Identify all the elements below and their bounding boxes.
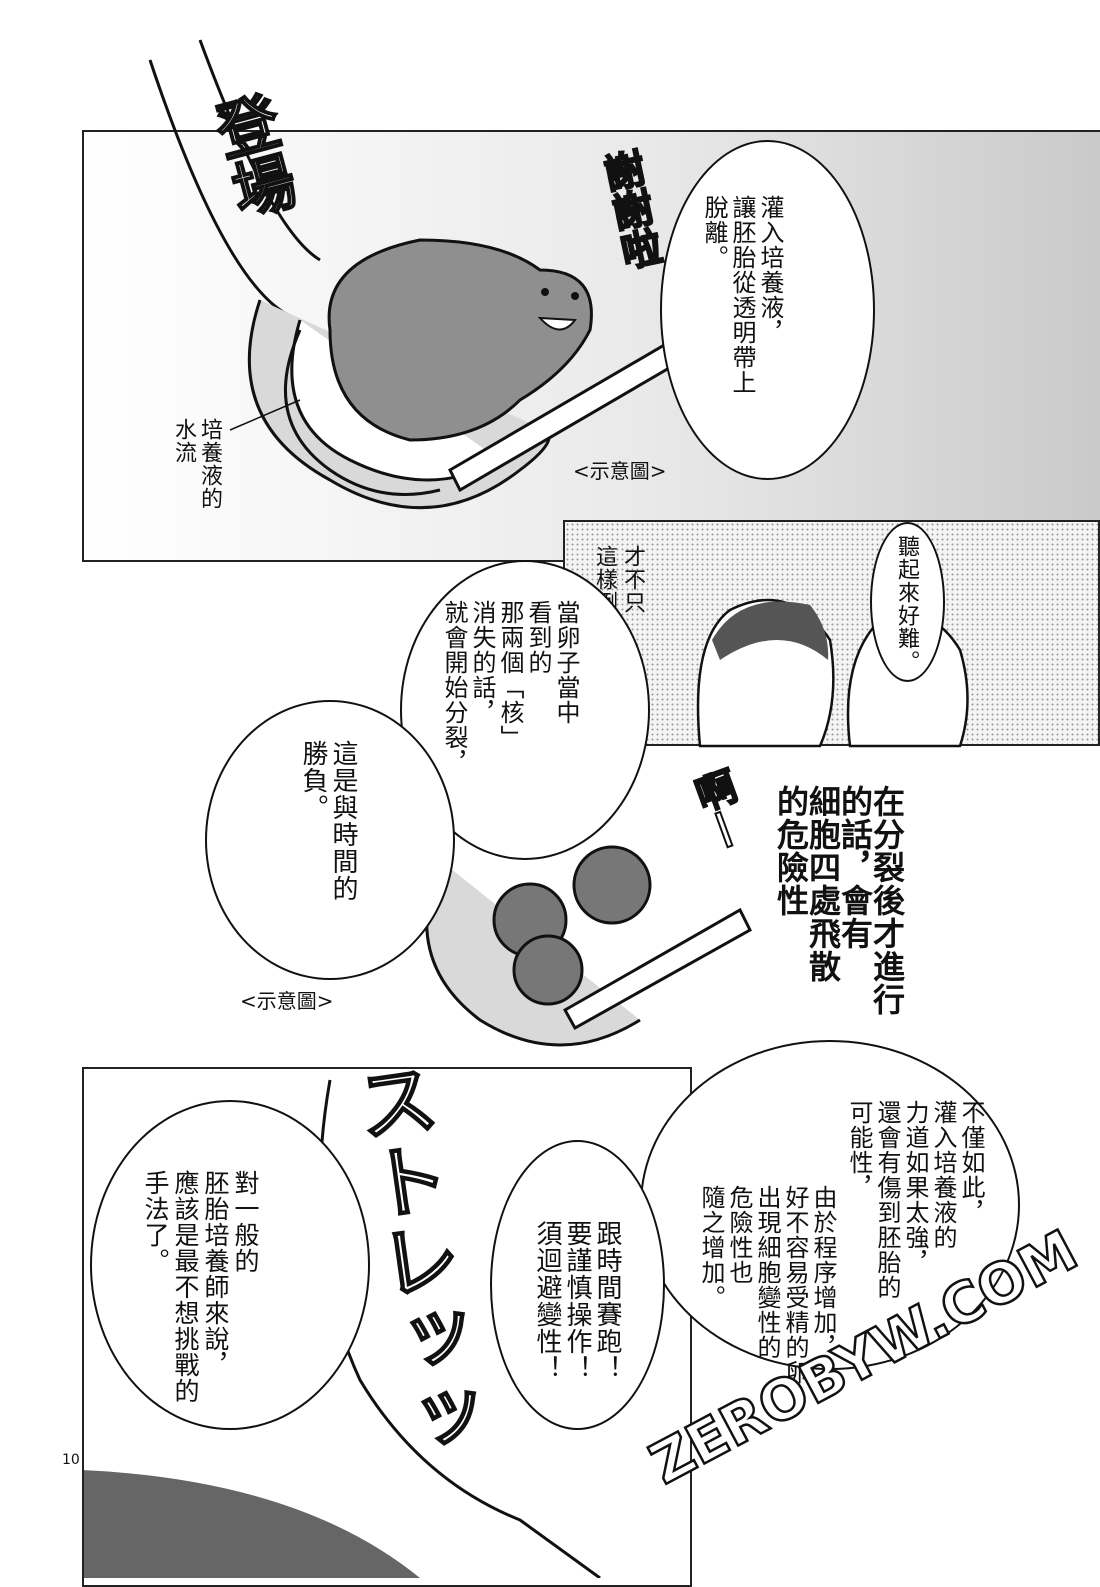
speech-bubble-time	[205, 700, 455, 980]
pipette-bubble-text: 灌入培養液， 讓胚胎從透明帶上 脫離。	[700, 195, 784, 395]
handwritten-note: 在分裂後才進行 的話，會有 細胞四處飛散 的危險性	[772, 785, 906, 1016]
conclusion-bubble-text: 對一般的 胚胎培養師來說， 應該是最不想挑戰的 手法了。	[141, 1170, 260, 1404]
flow-label: 培養液的 水流	[171, 418, 222, 510]
diagram-caption-1: <示意圖>	[573, 459, 667, 483]
risk-bubble-text-1: 不僅如此， 灌入培養液的 力道如果太強， 還會有傷到胚胎的 可能性，	[845, 1100, 985, 1300]
speech-bubble-shout	[490, 1140, 665, 1430]
risk-bubble-text-2: 由於程序增加， 好不容易受精的卵 出現細胞變性的 危險性也 隨之增加。	[697, 1185, 837, 1385]
diagram-caption-2: <示意圖>	[240, 989, 334, 1013]
speech-bubble-woman	[870, 522, 945, 682]
explain-bubble-text: 當卵子當中 看到的 那兩個「核」 消失的話， 就會開始分裂，	[440, 600, 580, 775]
woman-bubble-text: 聽起來好難。	[894, 535, 919, 673]
speech-bubble-conclusion	[90, 1100, 370, 1430]
time-bubble-text: 這是與時間的 勝負。	[298, 740, 358, 902]
speech-bubble-risk	[640, 1040, 1020, 1370]
page-number: 10	[62, 1452, 80, 1468]
shout-bubble-text: 跟時間賽跑！ 要謹慎操作！ 須迴避變性！	[532, 1220, 622, 1382]
embryo-shape	[327, 238, 593, 442]
panel-2	[563, 520, 1100, 746]
speech-bubble-pipette	[660, 140, 875, 480]
